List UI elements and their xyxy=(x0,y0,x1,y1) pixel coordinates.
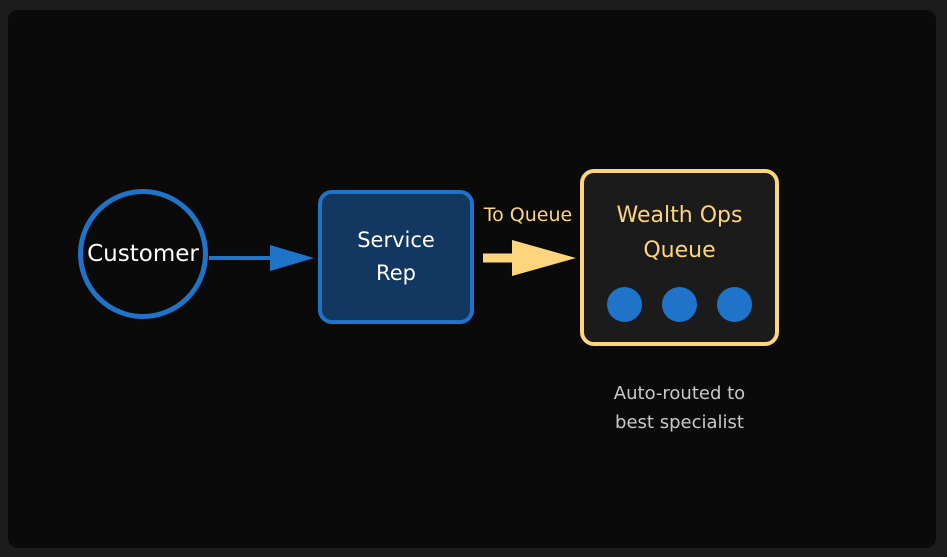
rep-to-queue-arrow xyxy=(483,240,576,276)
queue-caption-text: Auto-routed to best specialist xyxy=(613,383,746,433)
service-rep-node[interactable]: Service Rep xyxy=(318,190,474,324)
agent-dot-icon xyxy=(662,287,697,322)
customer-to-rep-arrow xyxy=(209,245,314,271)
queue-caption: Auto-routed to best specialist xyxy=(580,379,779,437)
queue-title-text: Wealth Ops Queue xyxy=(616,203,743,263)
queue-slots xyxy=(584,287,775,322)
queue-title: Wealth Ops Queue xyxy=(584,198,775,268)
agent-dot-icon xyxy=(607,287,642,322)
to-queue-edge-label: To Queue xyxy=(483,204,573,226)
customer-node[interactable]: Customer xyxy=(78,189,208,319)
customer-label: Customer xyxy=(87,241,199,267)
wealth-ops-queue-node[interactable]: Wealth Ops Queue xyxy=(580,169,779,346)
service-rep-label: Service Rep xyxy=(357,228,435,285)
agent-dot-icon xyxy=(717,287,752,322)
